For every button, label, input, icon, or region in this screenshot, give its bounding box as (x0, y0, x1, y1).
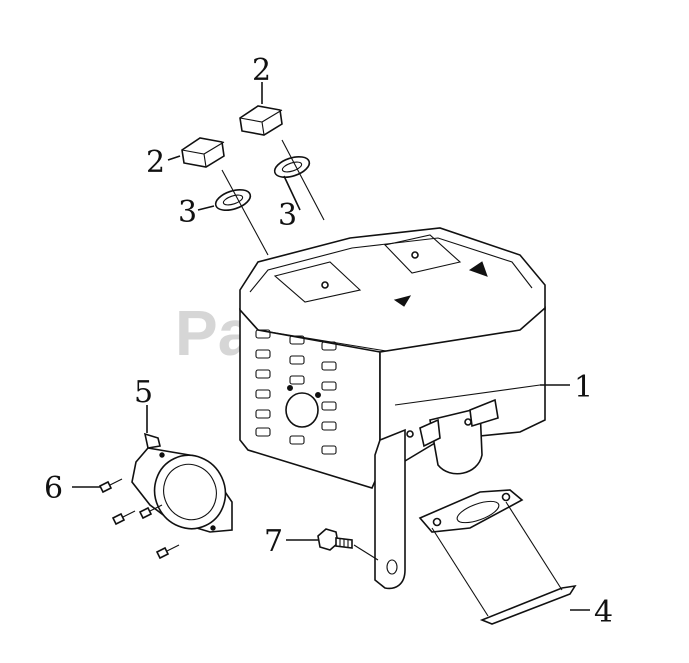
callout-1: 1 (574, 370, 593, 405)
callout-2-top: 2 (252, 53, 271, 88)
nut-left-part (181, 137, 225, 168)
callout-6: 6 (44, 471, 63, 506)
callout-3-left: 3 (178, 195, 197, 230)
screw-parts (98, 478, 180, 560)
gasket-part (431, 501, 577, 625)
deflector-part (131, 432, 233, 533)
callout-7: 7 (264, 524, 283, 559)
bolt-part (317, 528, 379, 561)
callout-4: 4 (594, 595, 613, 630)
callout-3-right: 3 (278, 198, 297, 233)
leader-lines (72, 82, 590, 611)
washer-right-part (273, 155, 311, 179)
callout-2-left: 2 (146, 145, 165, 180)
callout-5: 5 (134, 375, 153, 410)
washer-left-part (214, 188, 252, 212)
muffler-part (239, 227, 546, 590)
nut-top-part (239, 105, 283, 136)
